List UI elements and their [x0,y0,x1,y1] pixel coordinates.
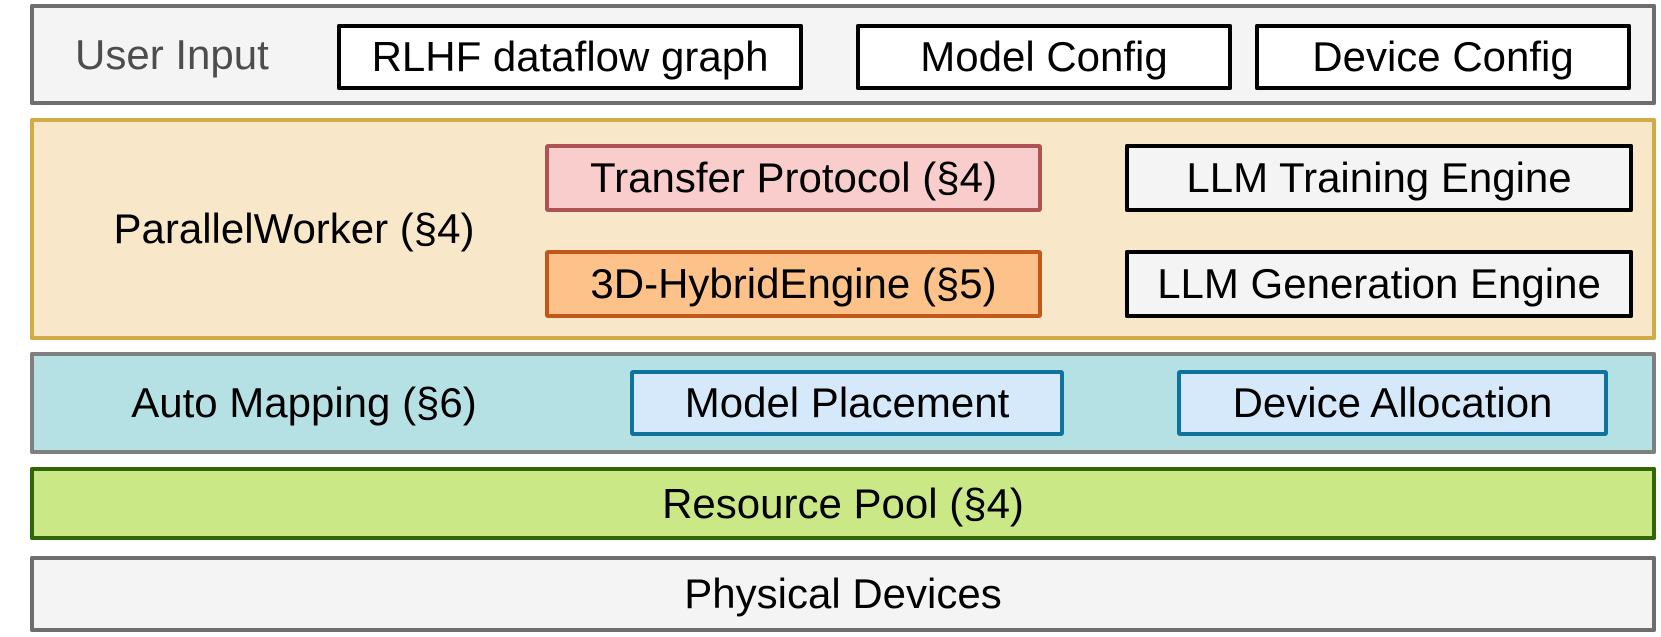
model-placement-box: Model Placement [630,370,1064,436]
user-input-layer: User Input RLHF dataflow graph Model Con… [30,4,1656,105]
auto-mapping-layer: Auto Mapping (§6) Model Placement Device… [30,352,1656,454]
physical-devices-layer: Physical Devices [30,556,1656,632]
llm-training-engine-box: LLM Training Engine [1125,144,1633,212]
user-input-label: User Input [75,30,269,78]
hybrid-engine-box: 3D-HybridEngine (§5) [545,250,1042,318]
parallel-worker-layer: ParallelWorker (§4) Transfer Protocol (§… [30,118,1656,340]
model-config-box: Model Config [856,24,1232,90]
device-allocation-box: Device Allocation [1177,370,1608,436]
llm-generation-engine-box: LLM Generation Engine [1125,250,1633,318]
resource-pool-layer: Resource Pool (§4) [30,467,1656,540]
parallel-worker-label: ParallelWorker (§4) [113,205,475,252]
auto-mapping-label: Auto Mapping (§6) [131,379,477,426]
transfer-protocol-box: Transfer Protocol (§4) [545,144,1042,212]
rlhf-dataflow-graph-box: RLHF dataflow graph [337,24,803,90]
device-config-box: Device Config [1255,24,1631,90]
